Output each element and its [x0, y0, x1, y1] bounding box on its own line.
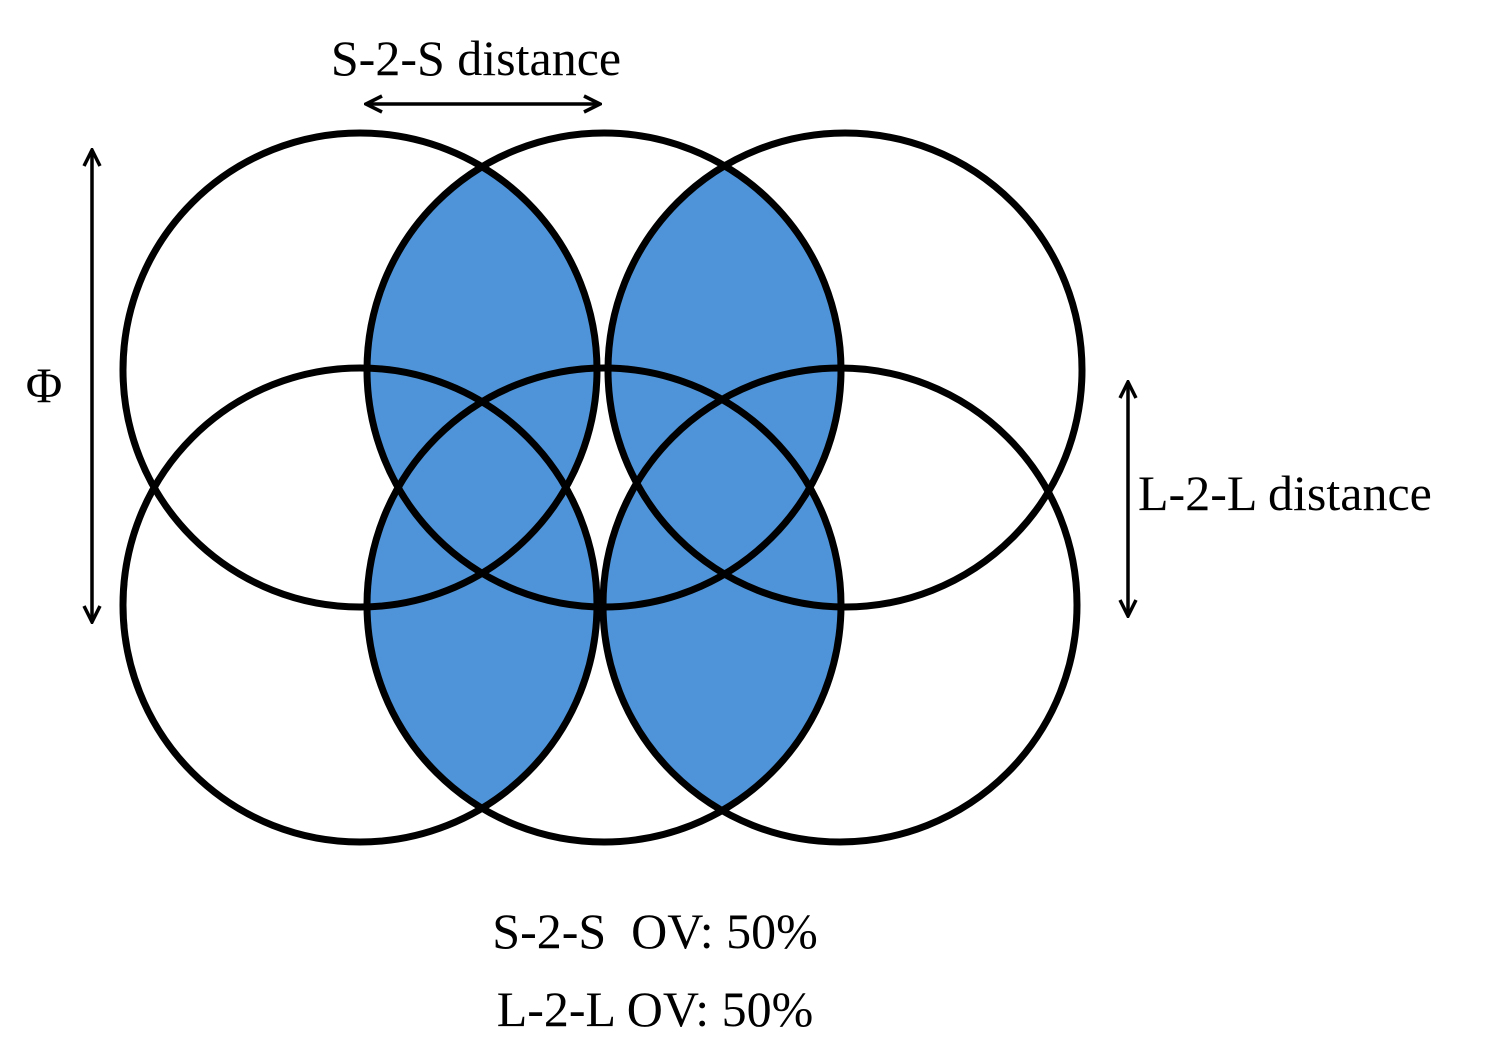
circle-bottom-3	[599, 364, 1081, 846]
l2l-distance-label: L-2-L distance	[1138, 465, 1432, 521]
s2s-distance-label: S-2-S distance	[331, 30, 621, 86]
circle-bottom-2	[363, 364, 845, 846]
footprint-circles	[119, 129, 1086, 846]
s2s-overlap-label: S-2-S OV: 50%	[492, 903, 817, 959]
l2l-overlap-label: L-2-L OV: 50%	[497, 981, 814, 1037]
phi-label: Φ	[26, 357, 63, 413]
overlap-regions	[366, 165, 841, 811]
circle-bottom-1	[119, 364, 601, 846]
lens-bottom-1-2	[366, 401, 597, 809]
lens-bottom-2-3	[603, 399, 841, 811]
